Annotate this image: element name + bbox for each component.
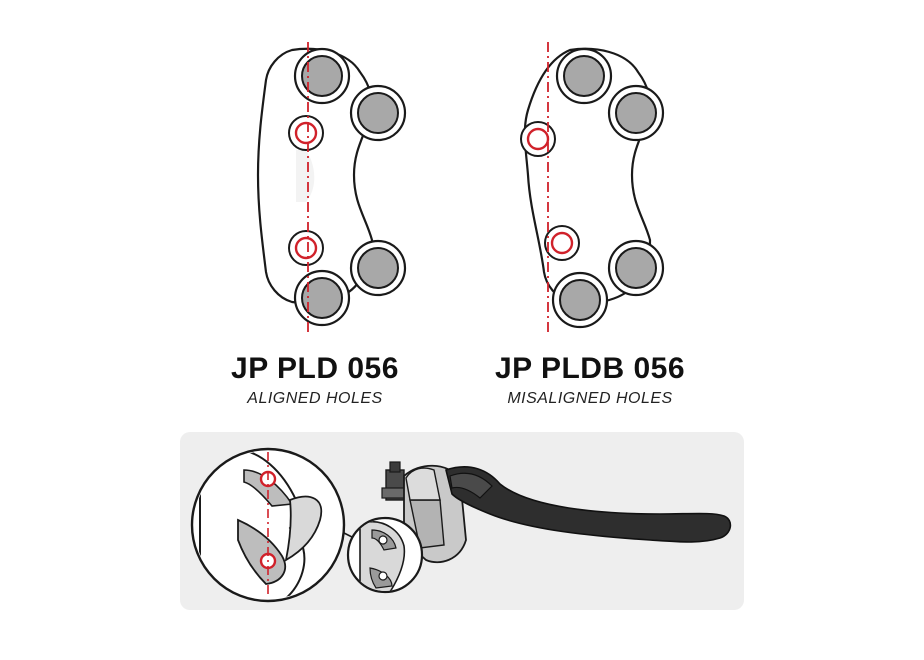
bolt-hole — [559, 279, 601, 321]
right-part-subtitle: MISALIGNED HOLES — [507, 390, 673, 407]
left-part-subtitle: ALIGNED HOLES — [247, 390, 383, 407]
bolt-hole — [301, 55, 343, 97]
pin-hole-red — [526, 127, 550, 151]
bolt-hole — [357, 247, 399, 289]
clamps-drawing — [256, 42, 665, 332]
clamp-aligned — [256, 42, 407, 332]
pin-hole-red — [550, 231, 574, 255]
left-part-title: JP PLD 056 — [231, 352, 399, 385]
zoom-circle-icon — [190, 447, 346, 603]
pin-hole-red — [294, 236, 318, 260]
bolt-hole — [563, 55, 605, 97]
small-zoom-circle-icon — [346, 516, 424, 594]
right-part-title: JP PLDB 056 — [494, 352, 686, 385]
bolt-hole — [301, 277, 343, 319]
clamp-aligned-inner-shade — [296, 150, 315, 202]
pin-hole-red — [294, 121, 318, 145]
bolt-hole — [615, 247, 657, 289]
bolt-hole — [615, 92, 657, 134]
brake-lever-icon — [381, 461, 732, 564]
bolt-hole — [357, 92, 399, 134]
clamp-misaligned — [520, 42, 665, 332]
